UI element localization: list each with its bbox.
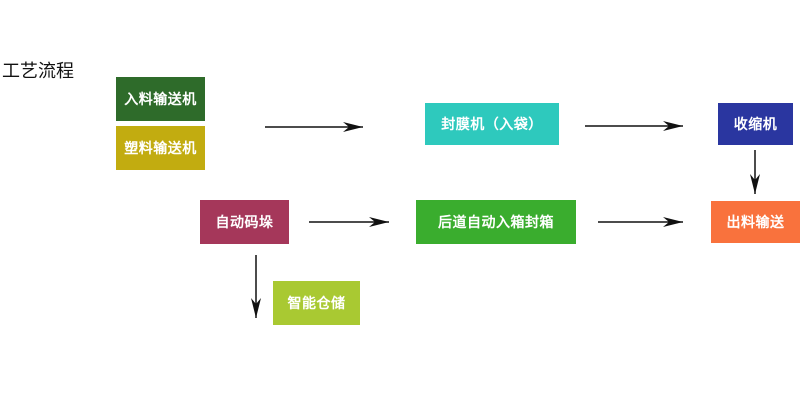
plastic-conveyor-box: 塑料输送机 xyxy=(116,126,205,170)
infeed-conveyor-box: 入料输送机 xyxy=(116,77,205,121)
auto-palletizing-box: 自动码垛 xyxy=(200,200,289,244)
smart-storage-box: 智能仓储 xyxy=(273,281,360,325)
auto-boxing-sealing-box: 后道自动入箱封箱 xyxy=(416,200,576,244)
outfeed-conveyor-box: 出料输送 xyxy=(711,201,800,243)
page-title: 工艺流程 xyxy=(2,61,74,82)
film-sealing-box: 封膜机（入袋） xyxy=(425,103,559,145)
shrink-machine-box: 收缩机 xyxy=(718,103,793,145)
